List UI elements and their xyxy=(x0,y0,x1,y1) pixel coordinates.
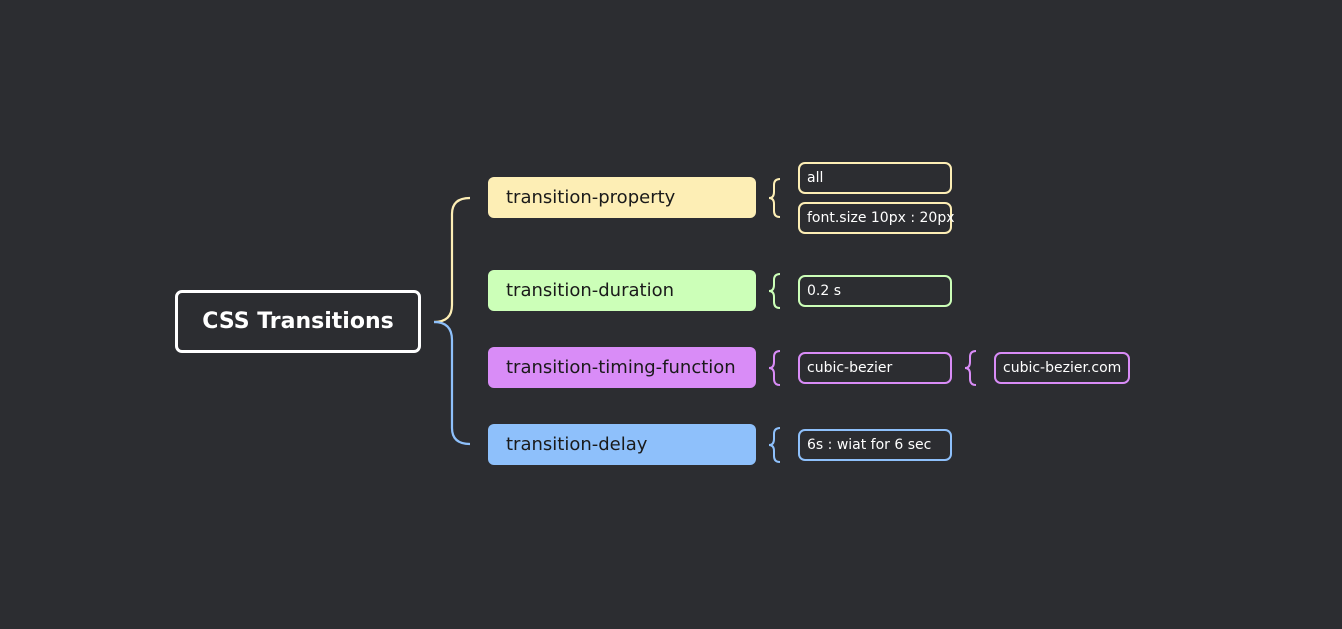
root-connector-upper xyxy=(433,196,471,324)
leaf-label: cubic-bezier xyxy=(807,360,893,376)
leaf-label: 6s : wiat for 6 sec xyxy=(807,437,932,453)
root-node[interactable]: CSS Transitions xyxy=(175,290,421,353)
leaf-delay-value[interactable]: 6s : wiat for 6 sec xyxy=(798,429,952,461)
branch-transition-property[interactable]: transition-property xyxy=(488,177,756,218)
leaf-label: all xyxy=(807,170,824,186)
brace-duration xyxy=(768,273,781,309)
branch-label: transition-timing-function xyxy=(506,357,736,378)
brace-property xyxy=(768,178,781,218)
branch-label: transition-duration xyxy=(506,280,674,301)
leaf-cubic-bezier[interactable]: cubic-bezier xyxy=(798,352,952,384)
branch-transition-delay[interactable]: transition-delay xyxy=(488,424,756,465)
leaf-font-size[interactable]: font.size 10px : 20px xyxy=(798,202,955,234)
leaf-cubic-bezier-com[interactable]: cubic-bezier.com xyxy=(994,352,1130,384)
branch-label: transition-delay xyxy=(506,434,648,455)
leaf-label: 0.2 s xyxy=(807,283,842,299)
brace-timing-sub xyxy=(964,350,977,386)
branch-transition-timing-function[interactable]: transition-timing-function xyxy=(488,347,756,388)
root-connector-lower xyxy=(433,320,471,446)
root-label: CSS Transitions xyxy=(202,309,394,334)
brace-timing xyxy=(768,350,781,386)
leaf-duration-value[interactable]: 0.2 s xyxy=(798,275,952,307)
brace-delay xyxy=(768,427,781,463)
branch-label: transition-property xyxy=(506,187,676,208)
branch-transition-duration[interactable]: transition-duration xyxy=(488,270,756,311)
leaf-label: font.size 10px : 20px xyxy=(807,210,955,226)
leaf-all[interactable]: all xyxy=(798,162,952,194)
leaf-label: cubic-bezier.com xyxy=(1003,360,1122,376)
